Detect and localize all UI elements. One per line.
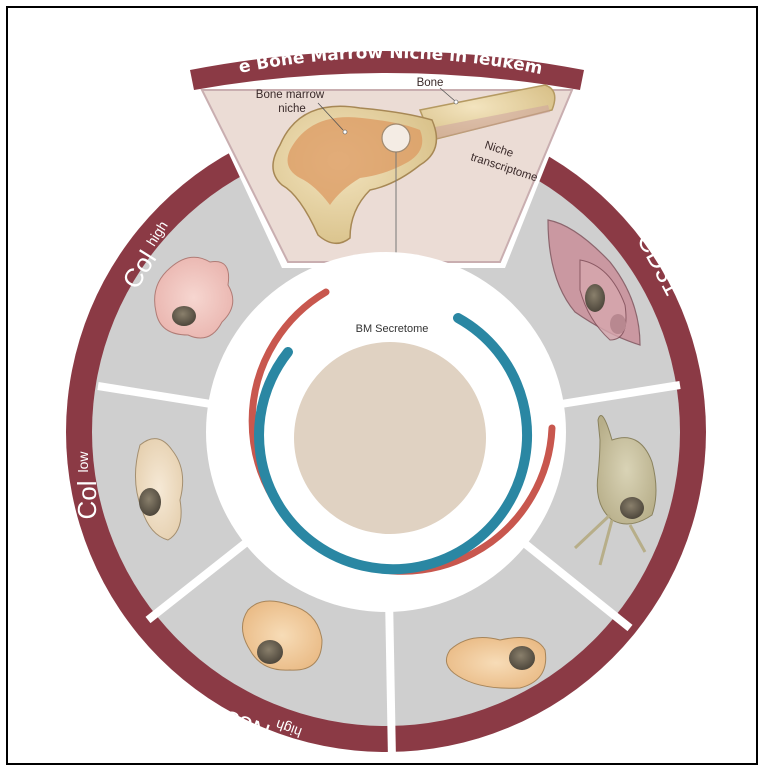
label-nes-low: Nes xyxy=(516,714,570,759)
label-col-low: Col xyxy=(72,480,102,519)
secretome-center-disc xyxy=(294,342,486,534)
bone-label: Bone xyxy=(417,77,444,89)
bone-marrow-niche-label-1: Bone marrow xyxy=(256,89,325,101)
bone-marrow-niche-label-2: niche xyxy=(278,103,306,115)
bm-secretome-label: BM Secretome xyxy=(356,323,429,335)
label-col-low-sub: low xyxy=(75,451,91,473)
